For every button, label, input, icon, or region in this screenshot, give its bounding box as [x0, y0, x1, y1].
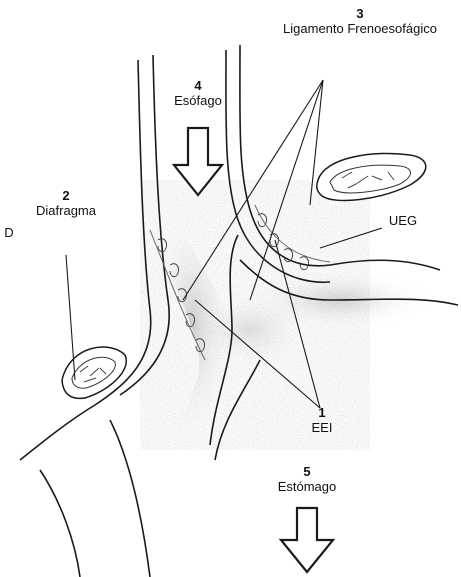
label-eei-number: 1 — [300, 405, 344, 420]
diaphragm-crus-left — [62, 347, 126, 398]
label-esofago-name: Esófago — [163, 93, 233, 108]
label-esofago: 4 Esófago — [163, 78, 233, 108]
label-diafragma: 2 Diafragma — [26, 188, 106, 218]
label-ligamento-name: Ligamento Frenoesofágico — [262, 21, 458, 36]
label-estomago-name: Estómago — [262, 479, 352, 494]
label-diafragma-name: Diafragma — [26, 203, 106, 218]
label-estomago: 5 Estómago — [262, 464, 352, 494]
stomach-arrow — [281, 508, 333, 572]
label-eei: 1 EEI — [300, 405, 344, 435]
label-estomago-number: 5 — [262, 464, 352, 479]
label-diafragma-fragment: D — [2, 225, 16, 240]
label-eei-name: EEI — [300, 420, 344, 435]
label-diafragma-number: 2 — [26, 188, 106, 203]
label-ligamento: 3 Ligamento Frenoesofágico — [262, 6, 458, 36]
label-ligamento-number: 3 — [262, 6, 458, 21]
label-ueg-name: UEG — [378, 213, 428, 228]
label-esofago-number: 4 — [163, 78, 233, 93]
label-ueg: UEG — [378, 213, 428, 228]
diaphragm-crus-right — [317, 154, 426, 201]
